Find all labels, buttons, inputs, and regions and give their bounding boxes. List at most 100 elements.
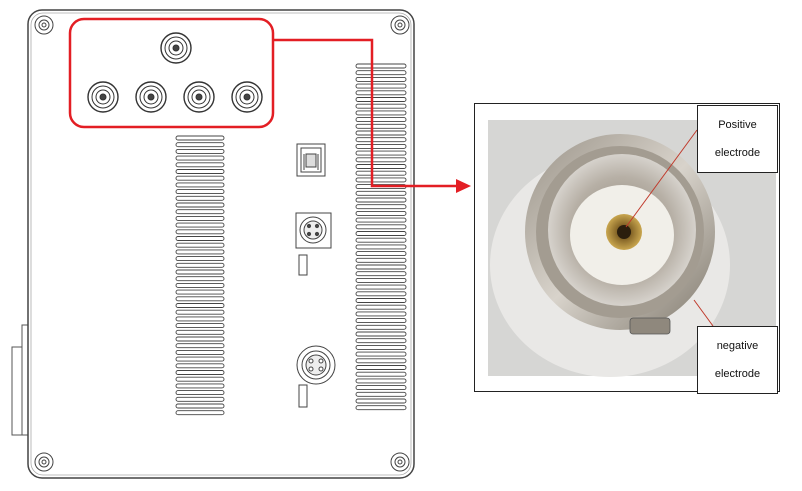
vent-slot — [355, 304, 407, 310]
screw-icon — [390, 15, 410, 35]
vent-slot — [175, 256, 225, 262]
vent-slot — [355, 271, 407, 277]
negative-leader-line — [693, 299, 714, 327]
bnc-connector-photo — [488, 120, 776, 377]
vent-slot — [355, 257, 407, 263]
vent-slot — [355, 110, 407, 116]
positive-label-line2: electrode — [714, 147, 761, 159]
vent-slot — [355, 251, 407, 257]
vent-slot — [355, 318, 407, 324]
vent-slot — [355, 405, 407, 411]
vent-slot — [175, 276, 225, 282]
vent-slot — [355, 90, 407, 96]
vent-slot — [355, 391, 407, 397]
vent-slot — [175, 309, 225, 315]
vent-slot — [175, 242, 225, 248]
vent-slot — [355, 378, 407, 384]
usb-port-icon — [296, 143, 326, 177]
side-bracket — [11, 324, 31, 436]
vent-grille-right — [355, 63, 407, 411]
vent-slot — [175, 202, 225, 208]
vent-slot — [175, 376, 225, 382]
vent-slot — [355, 244, 407, 250]
vent-slot — [175, 262, 225, 268]
vent-slot — [175, 189, 225, 195]
vent-slot — [175, 236, 225, 241]
vent-slot — [175, 410, 225, 416]
vent-slot — [175, 222, 225, 228]
vent-slot — [175, 269, 225, 275]
vent-slot — [355, 277, 407, 283]
vent-slot — [355, 224, 407, 230]
vent-slot — [355, 157, 407, 163]
vent-slot — [355, 231, 407, 236]
vent-slot — [175, 175, 225, 181]
vent-slot — [175, 329, 225, 335]
vent-slot — [355, 237, 407, 243]
mini-din-4pin-icon — [296, 345, 336, 408]
vent-slot — [355, 365, 407, 370]
vent-slot — [355, 324, 407, 330]
vent-slot — [175, 336, 225, 342]
screw-icon — [390, 452, 410, 472]
vent-slot — [355, 264, 407, 270]
vent-slot — [175, 142, 225, 148]
vent-slot — [175, 316, 225, 322]
vent-slot — [175, 349, 225, 355]
vent-slot — [355, 143, 407, 149]
vent-slot — [175, 403, 225, 409]
vent-slot — [355, 83, 407, 89]
screw-icon — [34, 15, 54, 35]
vent-slot — [355, 197, 407, 203]
connector-highlight-box — [68, 17, 275, 129]
vent-slot — [175, 182, 225, 188]
bnc-connector-icon — [135, 81, 167, 113]
vent-slot — [175, 215, 225, 221]
vent-slot — [355, 190, 407, 196]
vent-slot — [175, 135, 225, 141]
vent-slot — [355, 284, 407, 290]
vent-slot — [175, 289, 225, 295]
bnc-connector-icon — [183, 81, 215, 113]
corner-screws — [34, 15, 410, 472]
bnc-connector-icon — [160, 32, 192, 64]
vent-slot — [355, 177, 407, 183]
bnc-connector-group — [87, 32, 263, 113]
vent-slot — [355, 204, 407, 210]
vent-slot — [355, 291, 407, 297]
bnc-connector-icon — [87, 81, 119, 113]
vent-slot — [355, 398, 407, 404]
vent-slot — [175, 249, 225, 255]
vent-slot — [175, 303, 225, 308]
vent-slot — [355, 117, 407, 123]
vent-slot — [355, 76, 407, 82]
vent-slot — [175, 396, 225, 402]
vent-slot — [175, 169, 225, 174]
vent-slot — [355, 311, 407, 317]
negative-label-line1: negative — [716, 340, 759, 352]
vent-slot — [175, 209, 225, 215]
vent-slot — [355, 298, 407, 303]
vent-slot — [175, 296, 225, 302]
positive-leader-line — [625, 129, 698, 228]
positive-label-line1: Positive — [718, 119, 757, 131]
vent-slot — [175, 282, 225, 288]
vent-slot — [175, 356, 225, 362]
screw-icon — [34, 452, 54, 472]
vent-slot — [355, 150, 407, 156]
vent-slot — [175, 343, 225, 349]
vent-slot — [175, 148, 225, 154]
vent-slot — [175, 323, 225, 329]
vent-slot — [355, 63, 407, 69]
mini-din-4pin-icon — [295, 212, 332, 276]
vent-slot — [175, 195, 225, 201]
vent-slot — [355, 210, 407, 216]
negative-electrode-callout: negative electrode — [697, 326, 778, 394]
vent-slot — [355, 164, 407, 169]
vent-slot — [355, 217, 407, 223]
vent-slot — [175, 390, 225, 396]
vent-slot — [175, 383, 225, 389]
highlight-arrow — [273, 38, 471, 193]
vent-slot — [175, 229, 225, 235]
